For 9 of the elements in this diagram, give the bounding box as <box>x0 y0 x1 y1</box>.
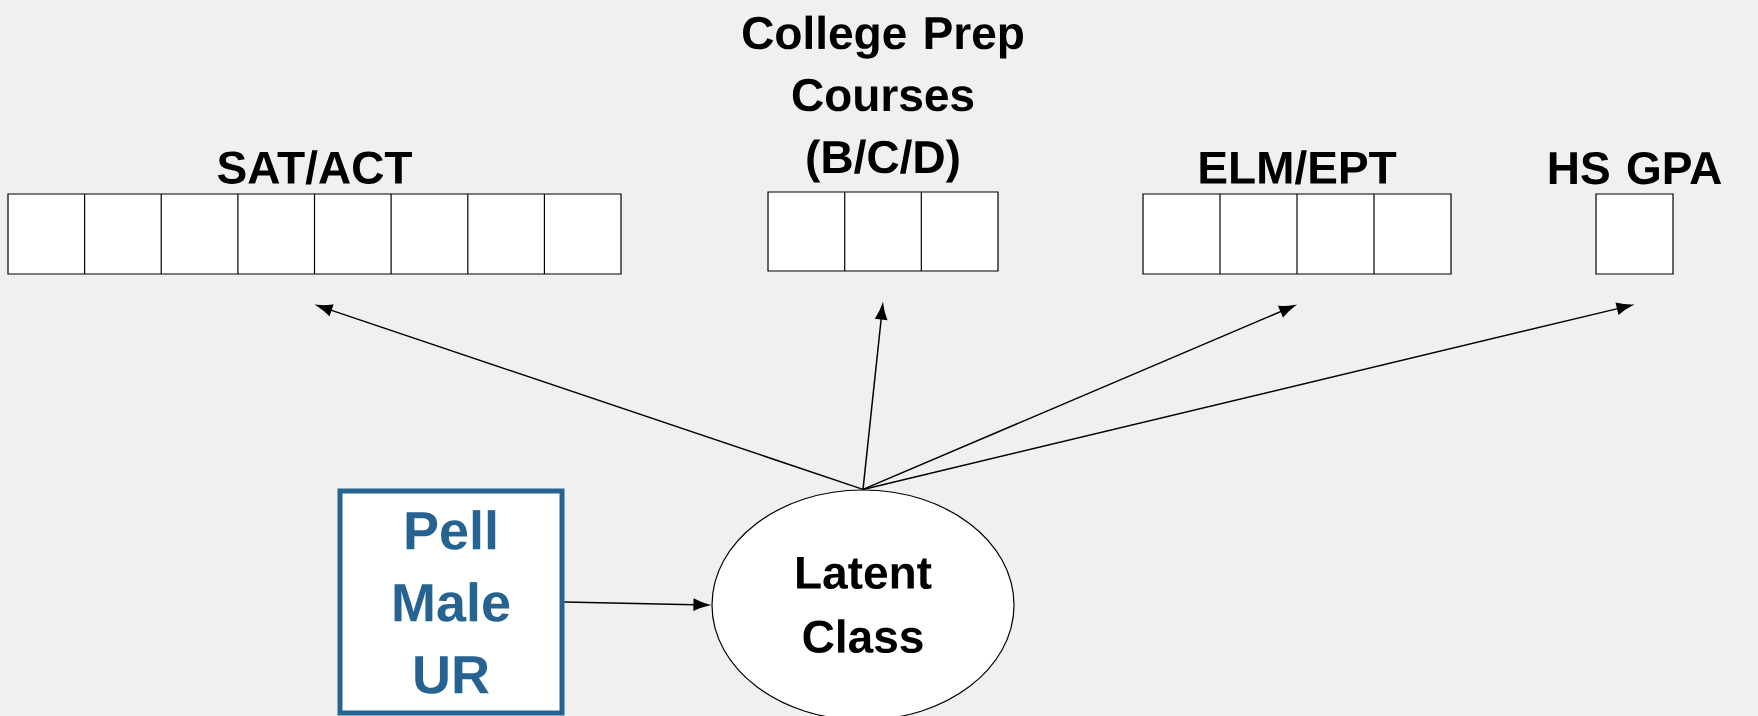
group-heading: SAT/ACT <box>217 150 412 185</box>
arrow <box>316 304 864 491</box>
variable-box: Pell Male UR <box>337 488 565 716</box>
group-heading: College Prep Courses (B/C/D) <box>743 15 1023 183</box>
arrow <box>563 598 709 611</box>
arrow <box>862 302 1633 491</box>
arrow <box>862 304 888 491</box>
group-heading: ELM/EPT <box>1200 150 1397 185</box>
group-heading: HS GPA <box>1549 151 1722 185</box>
